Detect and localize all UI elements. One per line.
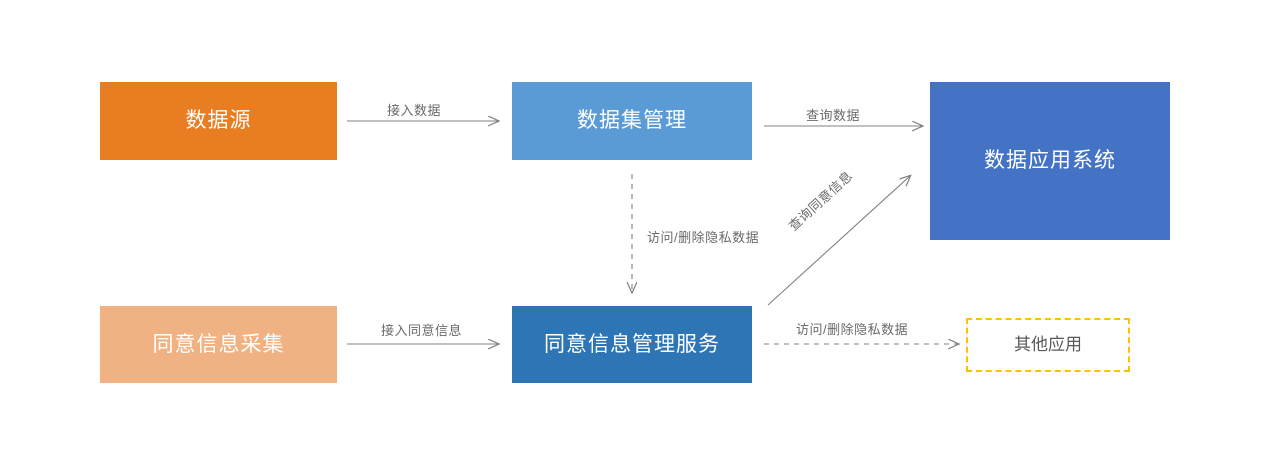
node-consent-collection[interactable]: 同意信息采集 [100, 306, 337, 383]
edge-label-access-delete-privacy-vertical: 访问/删除隐私数据 [647, 230, 760, 245]
node-consent-collection-label: 同意信息采集 [152, 332, 285, 356]
node-dataset-management[interactable]: 数据集管理 [512, 82, 752, 160]
edge-label-query-data: 查询数据 [806, 108, 861, 123]
node-other-applications[interactable]: 其他应用 [966, 318, 1130, 372]
node-consent-management-service[interactable]: 同意信息管理服务 [512, 306, 752, 383]
edge-label-query-consent: 查询同意信息 [785, 167, 856, 234]
node-other-applications-label: 其他应用 [1014, 334, 1082, 354]
node-dataset-management-label: 数据集管理 [577, 109, 687, 133]
node-datasource-label: 数据源 [185, 109, 252, 133]
edge-label-ingest-consent: 接入同意信息 [381, 323, 463, 338]
node-datasource[interactable]: 数据源 [100, 82, 337, 160]
edge-label-access-delete-privacy-horizontal: 访问/删除隐私数据 [796, 322, 909, 337]
node-data-application-system-label: 数据应用系统 [984, 149, 1116, 173]
node-data-application-system[interactable]: 数据应用系统 [930, 82, 1170, 240]
node-consent-management-service-label: 同意信息管理服务 [544, 332, 720, 356]
edge-label-ingest-data: 接入数据 [387, 103, 442, 118]
